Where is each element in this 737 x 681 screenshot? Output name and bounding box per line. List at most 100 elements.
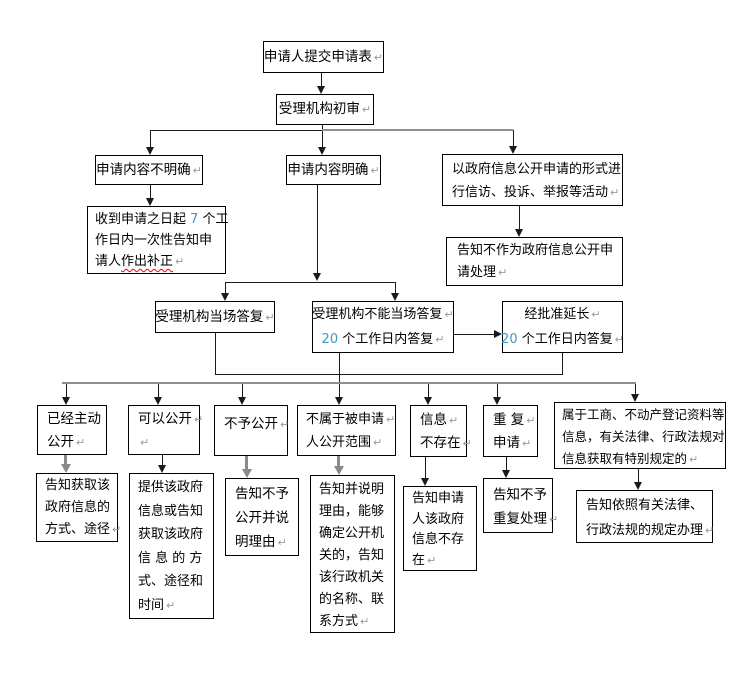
paragraph-return-mark-icon: ↵: [194, 413, 204, 426]
paragraph-return-mark-icon: ↵: [370, 163, 380, 177]
label-text: 重复处理: [493, 511, 547, 527]
text-line: 告知不作为政府信息公开申: [457, 240, 622, 262]
text-line: 告知不予: [493, 483, 552, 507]
text-line: 行政法规的规定办理↵: [586, 518, 715, 543]
inform-reason-authority-box: 告知并说明理由，能够确定公开机关的，告知该行政机关的名称、联系方式↵: [310, 475, 395, 633]
text-line: 告知申请: [412, 489, 476, 510]
label-text: 明理由: [235, 534, 276, 550]
text-line: 确定公开机: [319, 523, 394, 545]
label-text: 信息获取有特别规定的: [562, 451, 688, 466]
connector-line: [245, 456, 248, 471]
label-text: 人公开范围: [306, 435, 372, 450]
arrowhead-icon: [493, 397, 501, 405]
paragraph-return-mark-icon: ↵: [386, 413, 396, 426]
label-text: 可以公开: [138, 411, 192, 427]
text-line: 20 个工作日内答复↵: [501, 327, 624, 352]
text-line: 申请内容不明确↵: [96, 158, 202, 183]
text-line: 不存在↵: [420, 432, 472, 455]
paragraph-return-mark-icon: ↵: [280, 418, 290, 431]
paragraph-return-mark-icon: ↵: [166, 598, 176, 612]
text-line: 告知依照有关法律、: [586, 493, 712, 518]
text-line: 信息不存: [412, 530, 476, 551]
text-line: 人公开范围↵: [306, 431, 395, 454]
connector-line: [64, 455, 67, 466]
label-text: 告知不予: [493, 487, 547, 503]
connector-line: [225, 282, 396, 283]
paragraph-return-mark-icon: ↵: [112, 523, 122, 536]
label-text: 属于工商、不动产登记资料等: [562, 407, 725, 422]
connector-line: [562, 353, 563, 375]
label-text: 个工: [198, 212, 229, 227]
highlighted-number: 20: [501, 332, 518, 347]
text-line: 公开↵: [47, 431, 106, 454]
arrowhead-icon: [146, 147, 154, 155]
text-line: 关的，告知: [319, 545, 394, 567]
label-text: 作出补正: [121, 254, 174, 269]
connector-line: [635, 384, 636, 395]
text-line: 属于工商、不动产登记资料等: [562, 404, 725, 426]
text-line: 请处理↵: [457, 262, 622, 284]
text-line: 申请人提交申请表↵: [264, 45, 383, 70]
connector-line: [497, 384, 498, 398]
text-line: 信息↵: [420, 409, 466, 432]
text-line: 明理由↵: [235, 530, 298, 555]
connector-line: [513, 130, 514, 147]
label-text: 公开并说: [235, 510, 289, 526]
arrowhead-icon: [391, 293, 399, 301]
paragraph-return-mark-icon: ↵: [705, 524, 715, 537]
inform-no-repeat-box: 告知不予重复处理↵: [483, 478, 558, 533]
text-line: 申请↵: [493, 432, 537, 455]
text-line: 已经主动: [47, 408, 106, 431]
text-line: 信息获取有特别规定的↵: [562, 448, 725, 471]
text-line: 时间↵: [138, 594, 213, 618]
repeat-request-box: 重 复↵申请↵: [483, 405, 538, 457]
label-text: 已经主动: [47, 411, 101, 427]
label-text: 申请人提交申请表: [263, 48, 372, 65]
text-line: 收到申请之日起 7 个工: [95, 209, 229, 230]
arrowhead-icon: [154, 397, 162, 405]
connector-line: [337, 456, 340, 468]
label-text: 重 复: [493, 412, 525, 428]
arrowhead-icon: [146, 198, 154, 206]
text-line: 公开并说: [235, 506, 298, 530]
connector-line: [322, 125, 323, 148]
connector-line: [322, 129, 513, 131]
paragraph-return-mark-icon: ↵: [140, 436, 150, 449]
label-text: 时间: [138, 597, 165, 613]
arrowhead-icon: [634, 482, 642, 490]
label-text: 公开: [47, 434, 74, 450]
text-line: 作日内一次性告知申: [95, 230, 225, 251]
can-disclose-box: 可以公开↵↵: [128, 405, 203, 455]
connector-line: [425, 457, 426, 479]
arrowhead-icon: [502, 470, 510, 478]
label-text: 作日内一次性告知申: [95, 233, 213, 248]
text-line: 政府信息的: [45, 497, 117, 519]
arrowhead-icon: [318, 147, 326, 155]
already-public-box: 已经主动公开↵: [37, 405, 107, 455]
connector-line: [162, 455, 163, 466]
paragraph-return-mark-icon: ↵: [277, 536, 287, 549]
paragraph-return-mark-icon: ↵: [549, 513, 559, 526]
label-text: 方式、途径: [45, 522, 111, 537]
connector-line: [428, 384, 429, 398]
label-text: 获取该政府: [138, 527, 204, 542]
text-line: 告知并说明: [319, 479, 394, 501]
label-text: 经批准延长: [524, 307, 590, 322]
text-line: ↵: [138, 431, 199, 454]
label-text: 提供该政府: [138, 480, 204, 495]
arrowhead-icon: [242, 469, 252, 478]
label-text: 信息或告知: [138, 503, 204, 519]
text-line: 可以公开↵: [138, 408, 203, 431]
connector-line: [150, 130, 151, 148]
label-text: 关的，告知: [319, 548, 385, 563]
label-text: 告知并说明: [319, 482, 385, 497]
text-line: 受理机构当场答复↵: [155, 305, 274, 330]
text-line: 受理机构初审↵: [279, 97, 371, 122]
label-text: 式、途径和: [138, 574, 204, 589]
label-text: 理由，能够: [319, 504, 385, 519]
label-text: 信息，有关法律、行政法规对: [562, 429, 725, 444]
inform-refusal-box: 告知不予公开并说明理由↵: [225, 478, 299, 556]
arrowhead-icon: [424, 397, 432, 405]
paragraph-return-mark-icon: ↵: [610, 186, 620, 199]
text-line: 信 息 的 方: [138, 547, 213, 571]
